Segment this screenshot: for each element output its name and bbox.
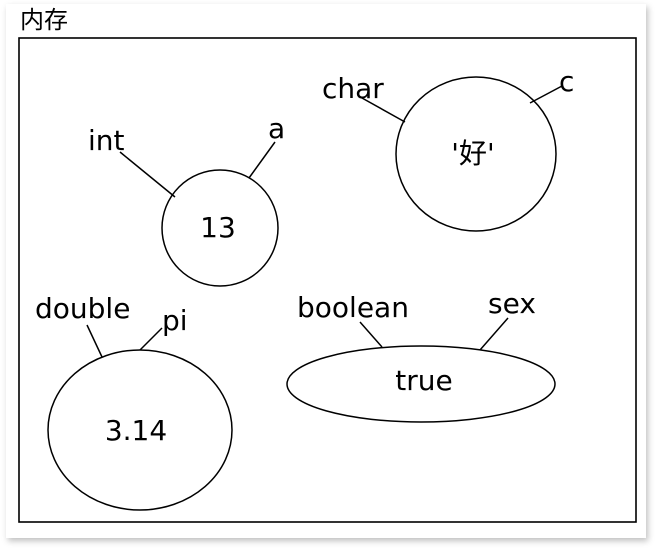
variable-type-label: int bbox=[88, 124, 125, 157]
variable-name-label: pi bbox=[162, 304, 188, 337]
memory-frame bbox=[18, 37, 637, 523]
name-connector-line bbox=[248, 141, 276, 179]
value-circle bbox=[395, 76, 557, 232]
variable-name-label: a bbox=[268, 112, 285, 145]
variable-value-label: '好' bbox=[451, 137, 494, 170]
memory-title: 内存 bbox=[20, 6, 68, 34]
variable-value-label: 3.14 bbox=[105, 414, 167, 447]
name-connector-line bbox=[529, 85, 563, 104]
variable-boolean-sex: boolean sex true bbox=[286, 287, 556, 423]
variable-char-c: char c '好' bbox=[322, 65, 574, 232]
variable-type-label: char bbox=[322, 72, 384, 105]
variable-name-label: c bbox=[559, 65, 574, 98]
variable-double-pi: double pi 3.14 bbox=[35, 292, 233, 511]
value-circle bbox=[161, 169, 279, 287]
variable-value-label: 13 bbox=[200, 211, 236, 244]
type-connector-line bbox=[361, 97, 406, 123]
variable-value-label: true bbox=[395, 364, 452, 397]
value-circle bbox=[47, 349, 233, 511]
variable-int-a: int a 13 bbox=[88, 112, 285, 287]
variable-type-label: double bbox=[35, 292, 130, 325]
figure-shadow bbox=[6, 4, 646, 538]
type-connector-line bbox=[86, 324, 103, 358]
type-connector-line bbox=[359, 321, 383, 348]
variable-type-label: boolean bbox=[297, 291, 409, 324]
variable-name-label: sex bbox=[488, 287, 536, 320]
name-connector-line bbox=[139, 327, 163, 351]
name-connector-line bbox=[479, 317, 509, 351]
type-connector-line bbox=[119, 151, 176, 198]
value-ellipse bbox=[286, 345, 556, 423]
